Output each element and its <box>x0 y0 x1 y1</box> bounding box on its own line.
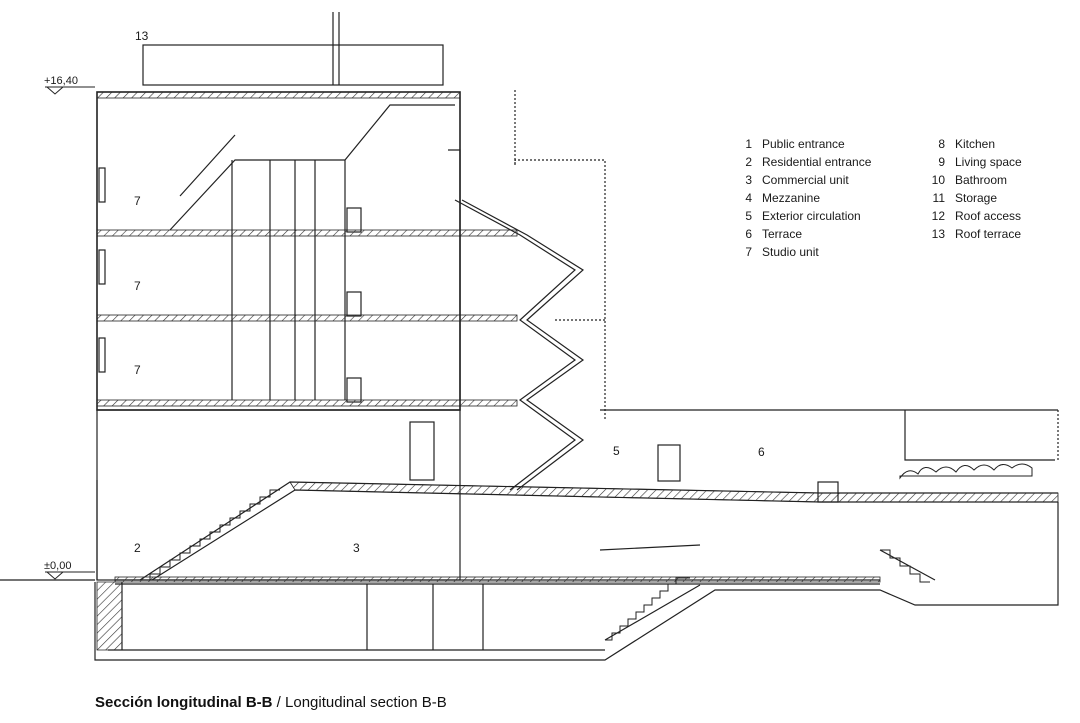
legend-col-1: 1 Public entrance 2 Residential entrance… <box>745 137 871 259</box>
section-drawing: +16,40 ±0,00 13 7 7 7 2 3 5 6 1 Public e… <box>0 12 1059 661</box>
level-top-label: +16,40 <box>44 75 78 87</box>
legend-text: Studio unit <box>762 245 819 259</box>
legend-text: Kitchen <box>955 137 995 151</box>
room-label-commercial: 3 <box>353 541 360 555</box>
room-label-studio-low: 7 <box>134 363 141 377</box>
level-markers <box>45 86 95 580</box>
legend-num: 4 <box>745 191 752 205</box>
legend-num: 2 <box>745 155 752 169</box>
slab-hatching <box>96 91 1059 651</box>
figure-caption: Sección longitudinal B-B / Longitudinal … <box>95 694 447 711</box>
legend-num: 9 <box>938 155 945 169</box>
legend-num: 5 <box>745 209 752 223</box>
legend-text: Commercial unit <box>762 173 849 187</box>
room-label-entrance: 2 <box>134 541 141 555</box>
legend-text: Terrace <box>762 227 802 241</box>
legend-num: 11 <box>933 191 946 205</box>
legend-text: Roof access <box>955 209 1021 223</box>
roof-planting <box>899 463 1033 480</box>
room-label-studio-mid: 7 <box>134 279 141 293</box>
legend-text: Storage <box>955 191 997 205</box>
legend: 1 Public entrance 2 Residential entrance… <box>745 137 1022 259</box>
caption-rest: / Longitudinal section B-B <box>272 694 447 711</box>
room-label-roof: 13 <box>135 29 149 43</box>
legend-num: 8 <box>938 137 945 151</box>
legend-text: Roof terrace <box>955 227 1021 241</box>
legend-num: 12 <box>932 209 946 223</box>
legend-num: 10 <box>932 173 946 187</box>
legend-text: Exterior circulation <box>762 209 861 223</box>
legend-num: 3 <box>745 173 752 187</box>
building-outline <box>0 12 1059 661</box>
legend-num: 6 <box>745 227 752 241</box>
legend-text: Mezzanine <box>762 191 820 205</box>
exterior-stair <box>454 90 1059 491</box>
legend-text: Residential entrance <box>762 155 872 169</box>
legend-num: 13 <box>932 227 946 241</box>
caption-bold: Sección longitudinal B-B <box>95 694 273 711</box>
legend-num: 7 <box>745 245 752 259</box>
room-label-terrace: 6 <box>758 445 765 459</box>
legend-text: Living space <box>955 155 1022 169</box>
room-label-studio-top: 7 <box>134 194 141 208</box>
legend-num: 1 <box>745 137 752 151</box>
legend-text: Public entrance <box>762 137 845 151</box>
room-label-circulation: 5 <box>613 444 620 458</box>
stair-treads <box>140 489 930 641</box>
legend-col-2: 8 Kitchen 9 Living space 10 Bathroom 11 … <box>932 137 1022 241</box>
legend-text: Bathroom <box>955 173 1007 187</box>
level-ground-label: ±0,00 <box>44 560 71 572</box>
